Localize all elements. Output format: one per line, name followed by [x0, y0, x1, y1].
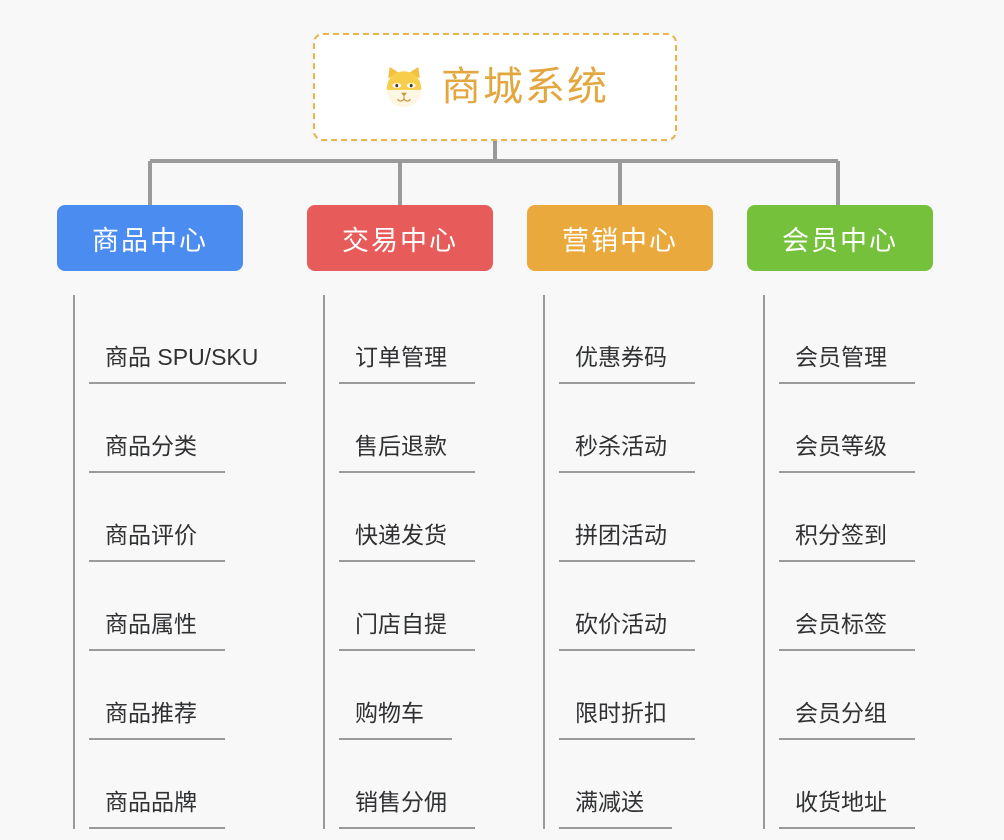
leaf-item-underline	[779, 827, 915, 829]
leaf-item-label: 会员管理	[795, 343, 887, 370]
leaf-item-label: 商品品牌	[105, 788, 197, 815]
leaf-item[interactable]: 限时折扣	[543, 651, 713, 740]
leaf-item[interactable]: 积分签到	[763, 473, 933, 562]
leaf-item[interactable]: 商品分类	[73, 384, 243, 473]
leaf-item-underline	[339, 649, 475, 651]
shiba-dog-face-icon	[386, 66, 422, 108]
leaf-item-label: 商品属性	[105, 610, 197, 637]
leaf-item-label: 砍价活动	[575, 610, 667, 637]
leaf-item-underline	[559, 738, 695, 740]
leaf-rail	[763, 295, 765, 829]
leaf-item-underline	[779, 560, 915, 562]
leaf-item[interactable]: 会员管理	[763, 295, 933, 384]
leaf-item[interactable]: 商品 SPU/SKU	[73, 295, 286, 384]
leaf-item-underline	[559, 649, 695, 651]
leaf-item-underline	[779, 471, 915, 473]
leaf-list-product-center: 商品 SPU/SKU 商品分类商品评价商品属性商品推荐商品品牌	[57, 295, 286, 829]
leaf-item[interactable]: 会员等级	[763, 384, 933, 473]
leaf-item-underline	[559, 560, 695, 562]
leaf-item-label: 快递发货	[355, 521, 447, 548]
leaf-rail	[543, 295, 545, 829]
root-node-content: 商城系统	[381, 64, 609, 110]
leaf-item-underline	[339, 560, 475, 562]
leaf-item[interactable]: 秒杀活动	[543, 384, 713, 473]
leaf-item-label: 商品推荐	[105, 699, 197, 726]
leaf-item-underline	[89, 471, 225, 473]
category-header-product-center[interactable]: 商品中心	[57, 205, 243, 271]
leaf-item[interactable]: 购物车	[323, 651, 493, 740]
leaf-item[interactable]: 拼团活动	[543, 473, 713, 562]
leaf-item[interactable]: 商品评价	[73, 473, 243, 562]
leaf-item[interactable]: 会员分组	[763, 651, 933, 740]
leaf-item[interactable]: 商品品牌	[73, 740, 243, 829]
leaf-item-label: 积分签到	[795, 521, 887, 548]
leaf-item-underline	[89, 382, 286, 384]
leaf-item[interactable]: 收货地址	[763, 740, 933, 829]
category-header-label: 交易中心	[342, 225, 458, 256]
category-header-trade-center[interactable]: 交易中心	[307, 205, 493, 271]
leaf-list-trade-center: 订单管理售后退款快递发货门店自提购物车销售分佣	[307, 295, 493, 829]
leaf-item-label: 商品 SPU/SKU	[105, 343, 259, 370]
leaf-item-label: 会员标签	[795, 610, 887, 637]
leaf-item[interactable]: 销售分佣	[323, 740, 493, 829]
leaf-item-label: 会员等级	[795, 432, 887, 459]
leaf-item[interactable]: 优惠券码	[543, 295, 713, 384]
leaf-item-label: 秒杀活动	[575, 432, 667, 459]
leaf-item[interactable]: 订单管理	[323, 295, 493, 384]
leaf-item-label: 门店自提	[355, 610, 447, 637]
leaf-item[interactable]: 快递发货	[323, 473, 493, 562]
category-header-member-center[interactable]: 会员中心	[747, 205, 933, 271]
leaf-item-underline	[339, 471, 475, 473]
category-header-marketing-center[interactable]: 营销中心	[527, 205, 713, 271]
leaf-item-label: 销售分佣	[355, 788, 447, 815]
category-header-label: 商品中心	[92, 225, 208, 256]
leaf-list-member-center: 会员管理会员等级积分签到会员标签会员分组收货地址	[747, 295, 933, 829]
leaf-item-underline	[559, 382, 695, 384]
leaf-item-underline	[559, 827, 672, 829]
leaf-item-label: 优惠券码	[575, 343, 667, 370]
leaf-item[interactable]: 门店自提	[323, 562, 493, 651]
leaf-item-underline	[779, 382, 915, 384]
category-column-member-center: 会员中心会员管理会员等级积分签到会员标签会员分组收货地址	[747, 205, 933, 829]
category-column-trade-center: 交易中心订单管理售后退款快递发货门店自提购物车销售分佣	[307, 205, 493, 829]
leaf-item-underline	[339, 738, 452, 740]
leaf-rail	[73, 295, 75, 829]
leaf-rail	[323, 295, 325, 829]
leaf-item-underline	[779, 649, 915, 651]
leaf-item-underline	[89, 649, 225, 651]
leaf-item-label: 商品评价	[105, 521, 197, 548]
leaf-item[interactable]: 满减送	[543, 740, 713, 829]
leaf-item[interactable]: 会员标签	[763, 562, 933, 651]
category-column-marketing-center: 营销中心优惠券码秒杀活动拼团活动砍价活动限时折扣满减送	[527, 205, 713, 829]
leaf-item-label: 满减送	[575, 788, 644, 815]
leaf-list-marketing-center: 优惠券码秒杀活动拼团活动砍价活动限时折扣满减送	[527, 295, 713, 829]
leaf-item-underline	[89, 827, 225, 829]
leaf-item-label: 限时折扣	[575, 699, 667, 726]
leaf-item-underline	[339, 382, 475, 384]
leaf-item-label: 拼团活动	[575, 521, 667, 548]
leaf-item-label: 购物车	[355, 699, 424, 726]
leaf-item-underline	[779, 738, 915, 740]
leaf-item[interactable]: 商品推荐	[73, 651, 243, 740]
leaf-item[interactable]: 售后退款	[323, 384, 493, 473]
leaf-item-underline	[89, 560, 225, 562]
category-header-label: 营销中心	[562, 225, 678, 256]
leaf-item-label: 收货地址	[795, 788, 887, 815]
category-header-label: 会员中心	[782, 225, 898, 256]
page-title: 商城系统	[441, 65, 609, 109]
leaf-item-label: 订单管理	[355, 343, 447, 370]
leaf-item[interactable]: 商品属性	[73, 562, 243, 651]
leaf-item-label: 会员分组	[795, 699, 887, 726]
leaf-item-label: 商品分类	[105, 432, 197, 459]
leaf-item-label: 售后退款	[355, 432, 447, 459]
leaf-item-underline	[339, 827, 475, 829]
leaf-item[interactable]: 砍价活动	[543, 562, 713, 651]
leaf-item-underline	[559, 471, 695, 473]
leaf-item-underline	[89, 738, 225, 740]
category-column-product-center: 商品中心商品 SPU/SKU 商品分类商品评价商品属性商品推荐商品品牌	[57, 205, 286, 829]
root-node[interactable]: 商城系统	[313, 33, 677, 141]
